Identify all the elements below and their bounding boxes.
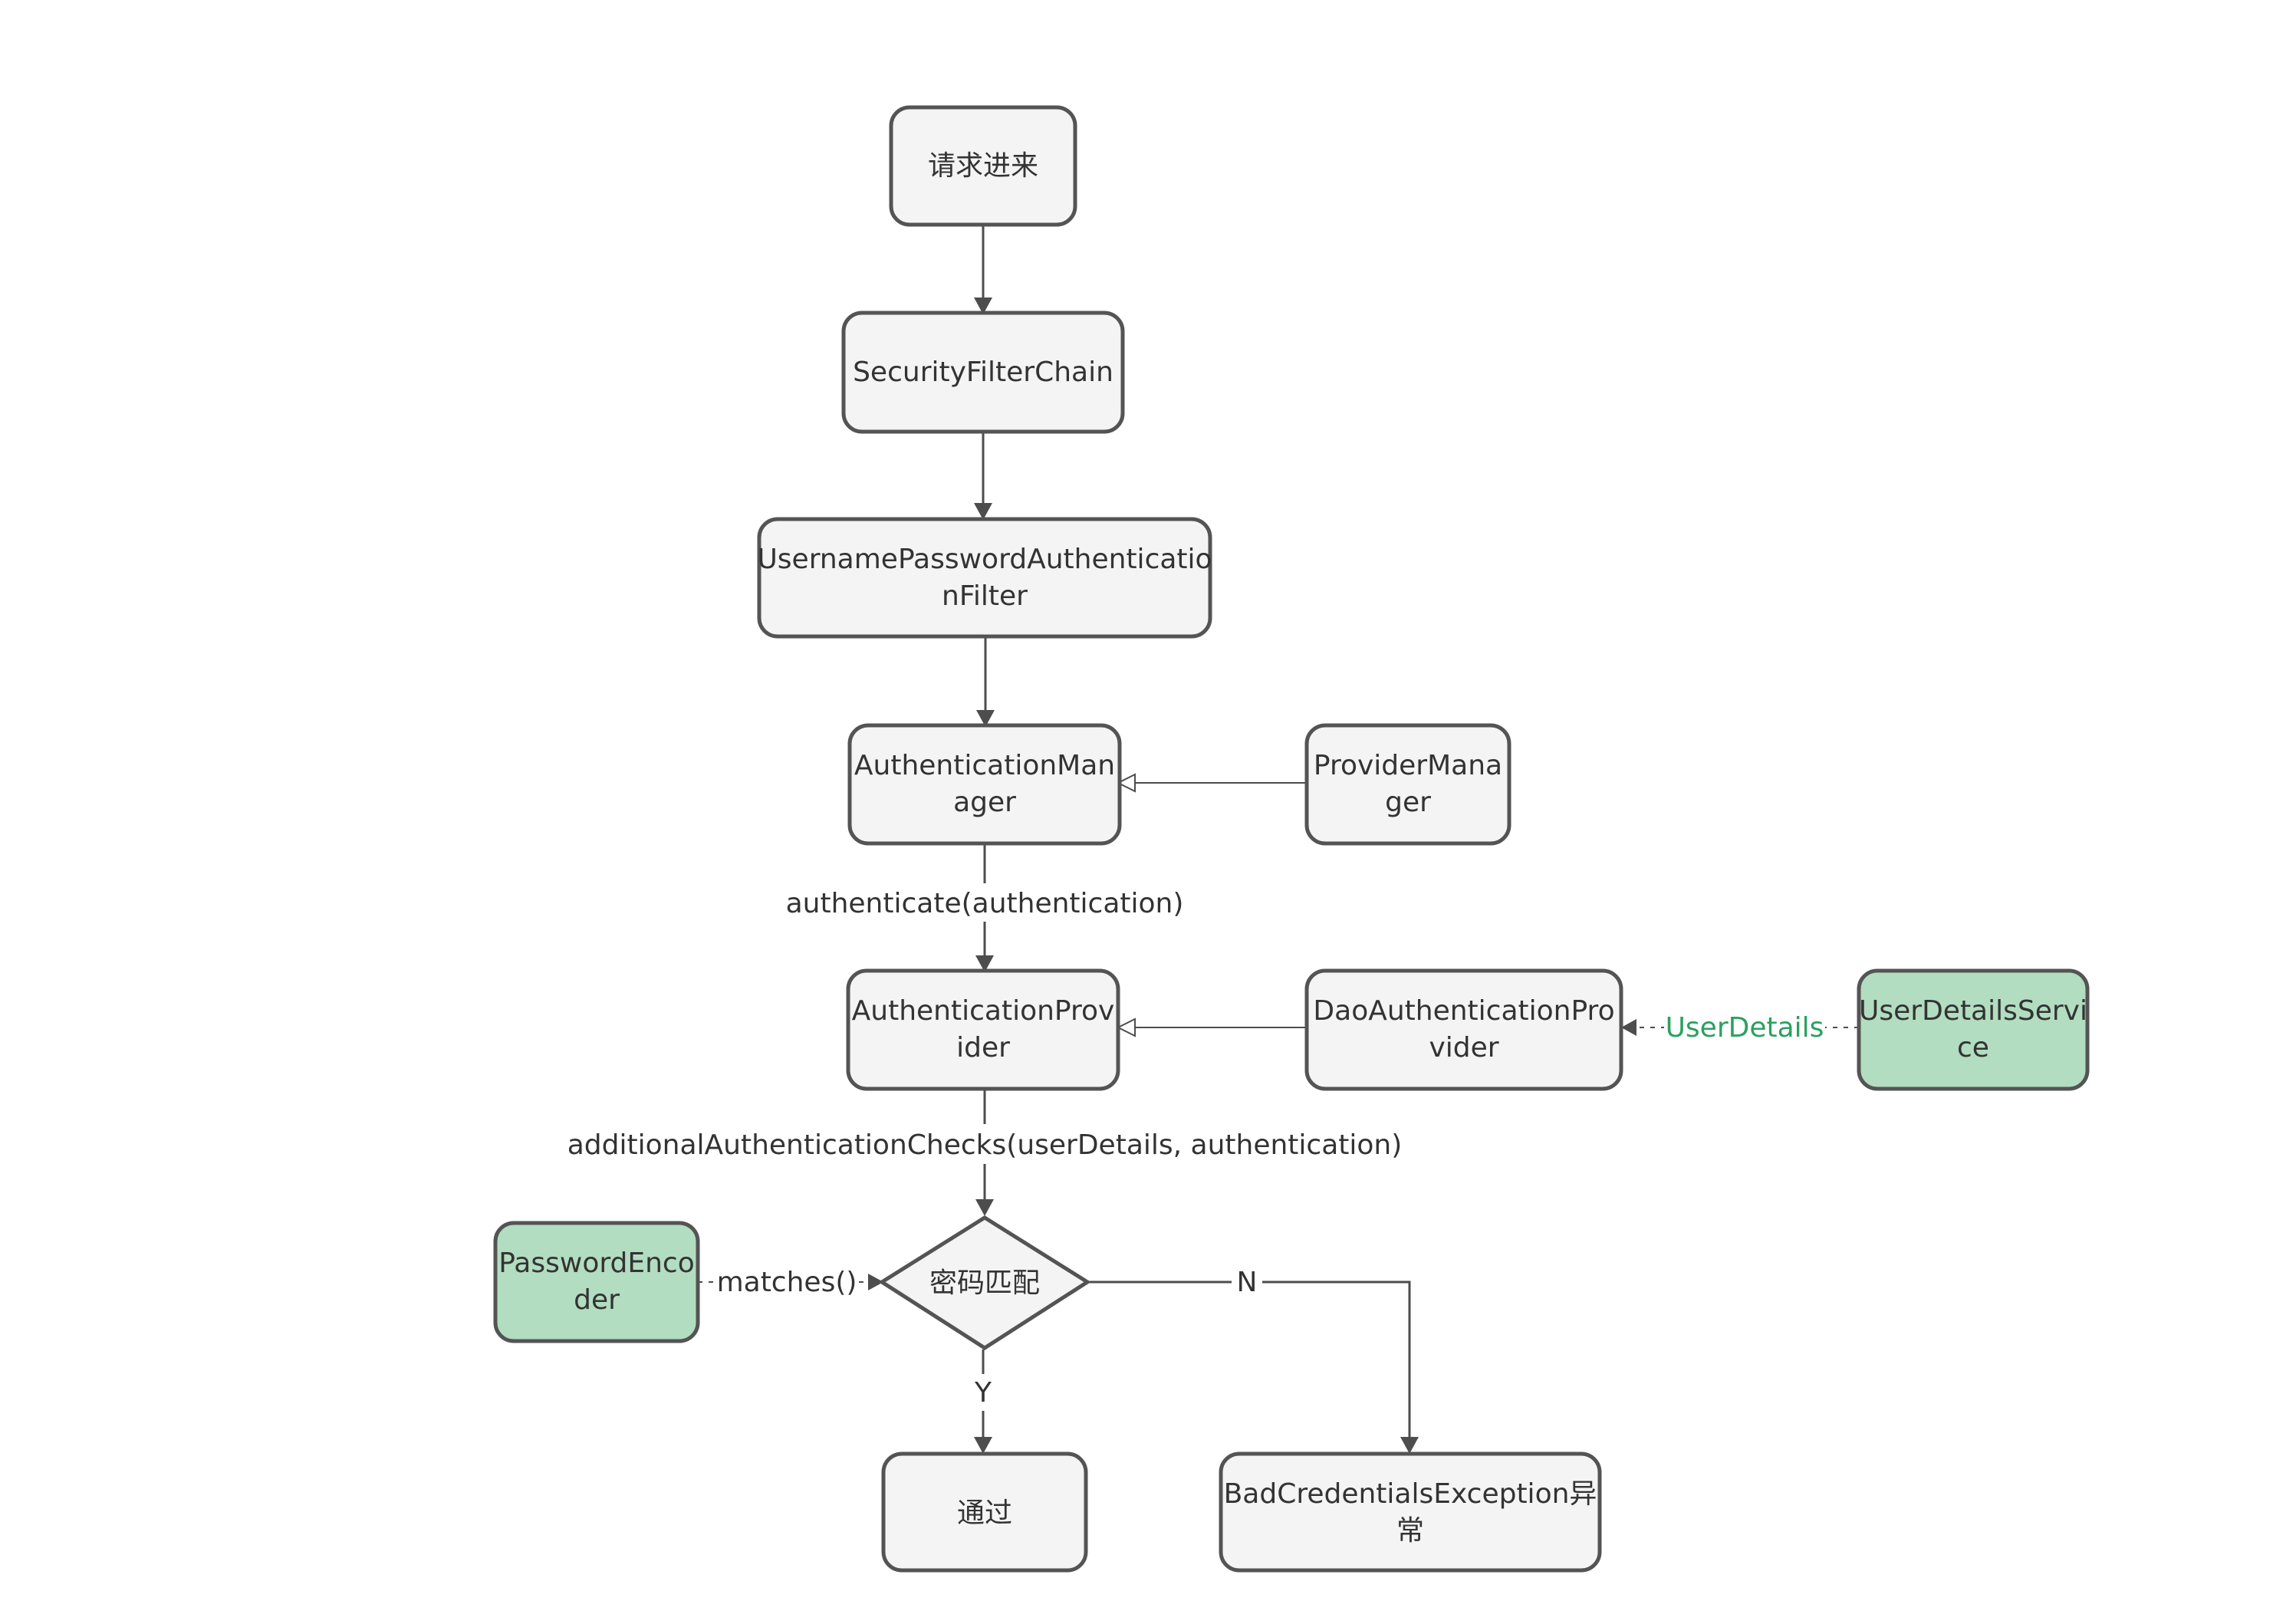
arrowhead [1621,1019,1636,1036]
node-label-line1: UsernamePasswordAuthenticatio [757,544,1212,575]
edge-label-userdetails: UserDetails [1666,1012,1824,1044]
node-label-line1: AuthenticationProv [852,995,1115,1027]
node-label: 通过 [957,1497,1012,1529]
node-box [1857,968,2090,1091]
arrowhead [1400,1437,1419,1454]
node-box [841,311,1125,434]
edge-label-authenticate: authenticate(authentication) [786,888,1184,919]
edge-label-no: N [1237,1267,1258,1298]
node-label-line1: ProviderMana [1314,750,1502,781]
label-bg [1664,1006,1825,1047]
edge-label-matches: matches() [717,1267,857,1298]
label-bg [1232,1264,1262,1300]
label-bg [719,1261,856,1302]
hollow-arrowhead [1116,1017,1136,1037]
arrowhead [974,503,992,520]
arrowhead [975,1199,994,1216]
node-box [1304,968,1623,1091]
node-label-line2: 常 [1396,1515,1424,1547]
node-bad-credentials-exception[interactable]: BadCredentialsException异 常 [1219,1451,1602,1573]
node-label: SecurityFilterChain [853,357,1113,388]
edges: authenticate(authentication) UserDetails… [567,225,1859,1454]
node-authentication-manager[interactable]: AuthenticationMan ager [847,723,1122,846]
node-label-line2: nFilter [942,580,1028,612]
node-label: 密码匹配 [929,1267,1040,1299]
arrowhead [868,1274,883,1290]
edge-label-additional-checks: additionalAuthenticationChecks(userDetai… [567,1129,1403,1161]
node-provider-manager[interactable]: ProviderMana ger [1304,723,1511,846]
node-security-filter-chain[interactable]: SecurityFilterChain [841,311,1125,434]
edge-decision-no [1087,1280,1411,1445]
node-label-line2: vider [1429,1032,1498,1063]
arrowhead [976,710,995,727]
node-box [881,1451,1088,1573]
node-box [847,723,1122,846]
node-request[interactable]: 请求进来 [889,105,1077,227]
edge-label-yes: Y [974,1377,992,1409]
node-label-line1: PasswordEnco [498,1248,695,1279]
node-upaf[interactable]: UsernamePasswordAuthenticatio nFilter [757,517,1212,639]
node-box [757,517,1212,639]
arrowhead [974,1437,992,1454]
hollow-arrowhead [1116,773,1136,793]
node-pass[interactable]: 通过 [881,1451,1088,1573]
node-label-line1: BadCredentialsException异 [1224,1478,1597,1510]
arrowhead [975,955,994,972]
node-label-line1: UserDetailsServi [1859,995,2087,1027]
node-dao-authentication-provider[interactable]: DaoAuthenticationPro vider [1304,968,1623,1091]
node-label: 请求进来 [928,150,1038,182]
node-password-match-decision[interactable]: 密码匹配 [878,1215,1091,1350]
node-label-line2: ager [953,787,1016,818]
node-user-details-service[interactable]: UserDetailsServi ce [1857,968,2090,1091]
node-box [493,1221,700,1343]
label-bg [798,883,1172,922]
node-box [1219,1451,1602,1573]
node-label-line2: ce [1957,1032,1989,1063]
node-label-line2: ider [956,1032,1010,1063]
node-label-line1: DaoAuthenticationPro [1313,995,1614,1027]
decision-diamond [878,1215,1091,1350]
node-label-line2: ger [1385,787,1431,818]
node-authentication-provider[interactable]: AuthenticationProv ider [846,968,1120,1091]
node-box [846,968,1120,1091]
node-box [889,105,1077,227]
label-bg [968,1374,998,1411]
node-password-encoder[interactable]: PasswordEnco der [493,1221,700,1343]
node-box [1304,723,1511,846]
node-label-line1: AuthenticationMan [854,750,1115,781]
arrowhead [974,298,992,314]
label-bg [595,1124,1374,1164]
node-label-line2: der [574,1284,620,1316]
